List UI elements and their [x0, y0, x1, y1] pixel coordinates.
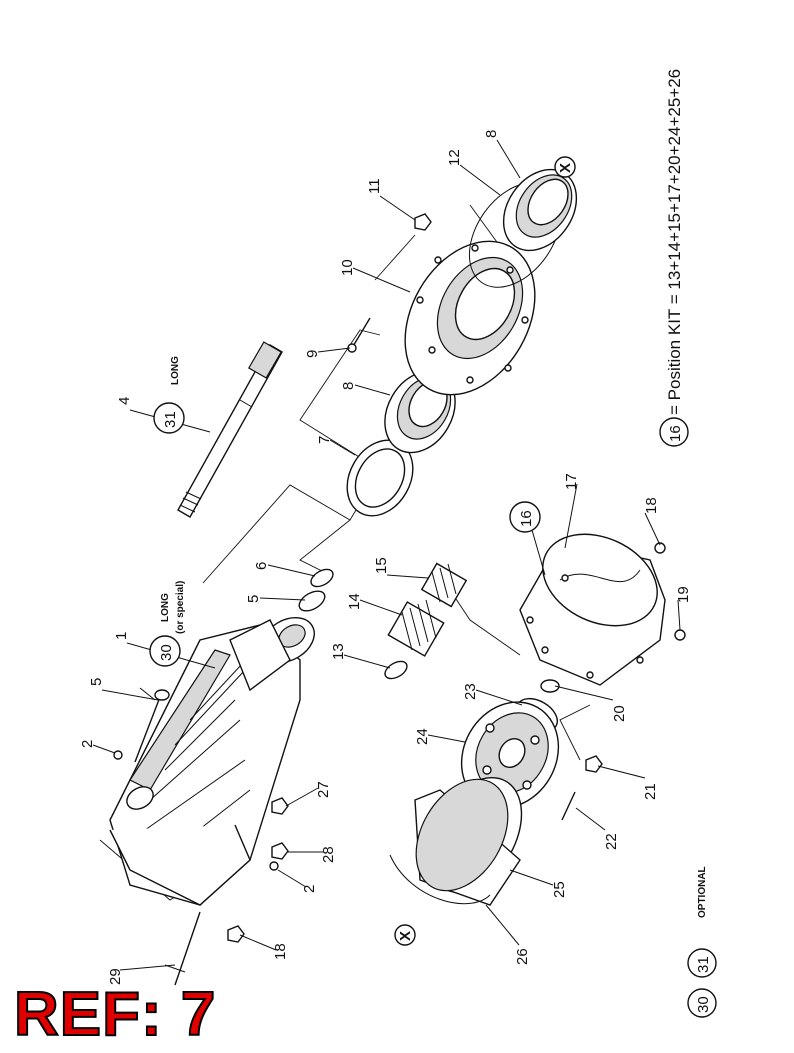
gear-part-15: [420, 562, 468, 608]
hub-part-10: [404, 240, 536, 396]
label-21: 21: [642, 783, 659, 800]
label-17: 17: [563, 473, 580, 490]
label-8a: 8: [340, 382, 357, 390]
x-mark-bottom: X: [394, 924, 416, 946]
label-13: 13: [330, 643, 347, 660]
label-25: 25: [551, 881, 568, 898]
housing-part-1: [109, 617, 315, 906]
bolt-part-9: [347, 317, 371, 353]
label-12: 12: [446, 149, 463, 166]
label-2b: 2: [301, 885, 318, 893]
svg-text:X: X: [397, 931, 414, 941]
nut-part-18a: [227, 925, 245, 943]
bearing-part-8b: [502, 168, 578, 252]
label-22: 22: [603, 833, 620, 850]
label-15: 15: [373, 557, 390, 574]
label-19: 19: [675, 586, 692, 603]
label-23: 23: [462, 683, 479, 700]
label-20: 20: [611, 705, 628, 722]
svg-text:31: 31: [695, 956, 712, 973]
label-14: 14: [346, 593, 363, 610]
label-9: 9: [304, 350, 321, 358]
bolt-part-3: [134, 687, 170, 763]
svg-text:31: 31: [162, 411, 179, 428]
leader-lines: [92, 139, 681, 971]
label-18b: 18: [643, 497, 660, 514]
note-31-long: 31 LONG: [153, 356, 185, 434]
note-16: 16: [509, 501, 541, 533]
seal-part-7: [346, 439, 414, 517]
oring-part-2a: [113, 750, 123, 760]
label-10: 10: [339, 259, 356, 276]
snapring-part-26: [389, 854, 491, 905]
nut-part-11: [414, 213, 432, 231]
nut-part-28: [271, 842, 289, 860]
svg-text:30: 30: [158, 644, 175, 661]
svg-text:30: 30: [695, 996, 712, 1013]
bearing-part-8a: [384, 370, 456, 454]
stud-part-29: [164, 911, 201, 986]
part-labels: 1 5 2 4 5 6 7 8 9 10 11 12 8 17 15 14 13…: [79, 130, 692, 985]
label-11: 11: [366, 178, 383, 194]
bolt-part-22: [561, 791, 576, 821]
svg-text:X: X: [557, 163, 574, 173]
nut-part-27: [271, 797, 289, 815]
label-6: 6: [253, 562, 270, 570]
label-3: 5: [88, 678, 105, 686]
label-2a: 2: [79, 740, 96, 748]
gear-part-14: [387, 599, 445, 657]
nut-part-21: [585, 755, 603, 773]
label-4: 4: [116, 397, 133, 405]
svg-text:LONG: LONG: [170, 356, 181, 385]
svg-text:LONG: LONG: [160, 593, 171, 622]
ring-part-6: [310, 568, 334, 588]
label-7: 7: [316, 436, 333, 444]
ring-part-5: [298, 590, 326, 612]
washer-part-13: [384, 660, 408, 680]
note-30-long-special: 30 LONG (or special): [149, 581, 186, 667]
oring-part-2b: [269, 861, 279, 871]
kit-note: 16 = Position KIT = 13+14+15+17+20+24+25…: [659, 69, 689, 447]
label-24: 24: [414, 728, 431, 745]
carrier-part-17: [519, 533, 666, 686]
screw-part-19: [674, 629, 686, 641]
ringgear-part-25: [414, 777, 523, 906]
optional-note: 30 31 OPTIONAL: [687, 866, 717, 1018]
label-5: 5: [245, 595, 262, 603]
reference-label: REF: 7: [13, 980, 217, 1049]
svg-text:(or special): (or special): [175, 581, 186, 634]
label-27: 27: [315, 781, 332, 798]
washer-part-20: [540, 679, 560, 693]
nut-part-18b: [654, 542, 666, 554]
kit-note-text: = Position KIT = 13+14+15+17+20+24+25+26: [665, 69, 684, 415]
svg-text:16: 16: [518, 510, 535, 527]
label-29: 29: [107, 968, 124, 985]
label-1: 1: [113, 632, 130, 640]
x-mark-top: X: [554, 156, 576, 178]
optional-text: OPTIONAL: [697, 866, 708, 918]
label-28: 28: [320, 846, 337, 863]
label-18a: 18: [272, 943, 289, 960]
shaft-part-4: [177, 341, 283, 518]
svg-text:16: 16: [667, 425, 684, 442]
label-8b: 8: [483, 130, 500, 138]
label-26: 26: [514, 948, 531, 965]
